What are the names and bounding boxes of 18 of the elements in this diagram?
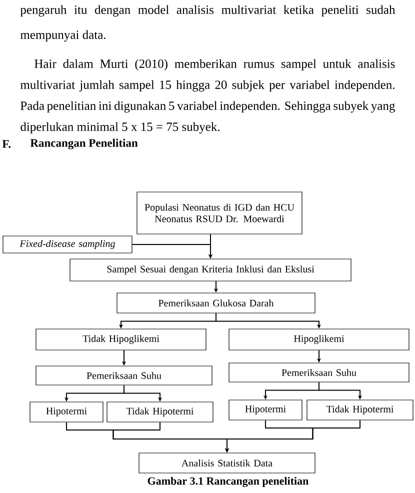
section-number: F.	[2, 140, 11, 148]
process-box: Pemeriksaan Glukosa Darah	[116, 292, 316, 314]
section-heading: Rancangan Penelitian	[30, 138, 138, 150]
process-box: Tidak Hipotermi	[306, 400, 414, 420]
process-box: Hipotermi	[30, 402, 104, 422]
paragraph-text: Hair dalam Murti (2010) memberikan rumus sampel untuk analisis multivariat jumlah sampel 15 hingga 20 subjek per variabel independen. Pada penelitian ini digunakan 5 variabel independen. Sehingga subyek yang diperlukan minimal 5 x 15 = 75 subyek.	[20, 59, 395, 134]
process-box: Analisis Statistik Data	[138, 452, 316, 474]
process-box: Populasi Neonatus di IGD dan HCU Neonatus RSUD Dr. Moewardi	[136, 192, 302, 234]
process-box: Hipoglikemi	[228, 328, 410, 350]
figure-caption: Gambar 3.1 Rancangan penelitian	[148, 476, 308, 488]
process-box: Sampel Sesuai dengan Kriteria Inklusi dan Ekslusi	[70, 258, 352, 282]
process-box: Hipotermi	[228, 400, 302, 420]
process-box: Tidak Hipoglikemi	[36, 328, 206, 350]
process-box: Tidak Hipotermi	[106, 402, 214, 422]
process-box: Pemeriksaan Suhu	[36, 366, 212, 386]
process-box: Pemeriksaan Suhu	[228, 362, 410, 382]
process-box: Fixed-disease sampling	[2, 236, 132, 254]
paragraph-text: pengaruh itu dengan model analisis multivariat ketika peneliti sudah mempunyai data.	[20, 5, 396, 42]
